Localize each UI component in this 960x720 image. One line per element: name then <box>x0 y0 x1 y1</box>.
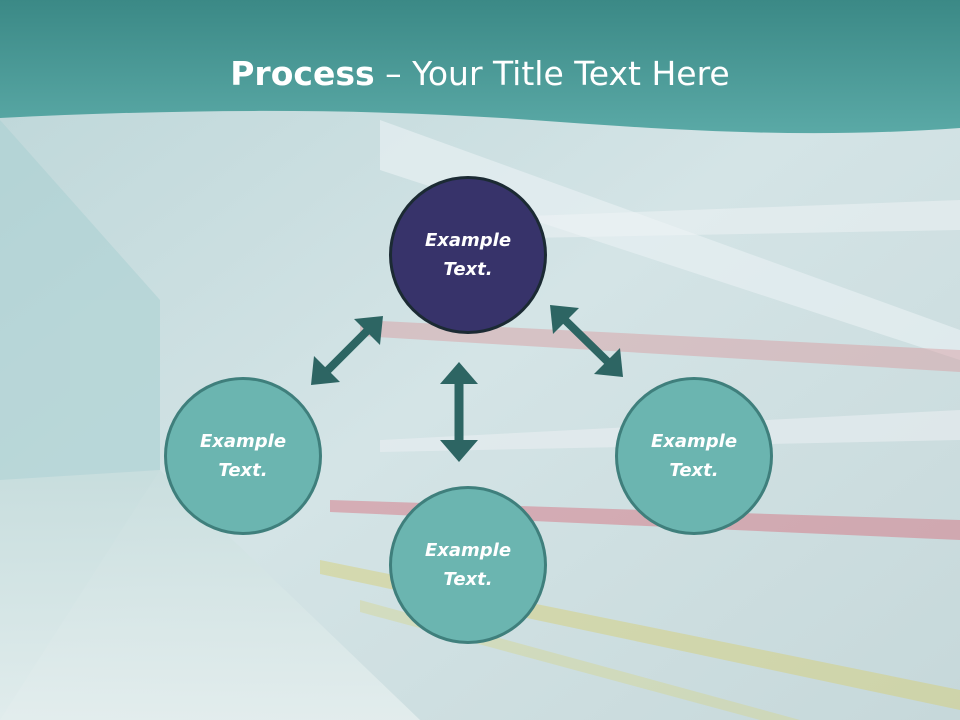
double-arrow-vertical <box>440 362 478 462</box>
double-arrow-left <box>311 316 383 385</box>
node-bottom-label: Example Text. <box>424 540 512 590</box>
title-bold: Process <box>230 54 375 93</box>
slide-title: Process – Your Title Text Here <box>0 52 960 96</box>
double-arrow-right <box>550 305 623 377</box>
node-main: Example Text. <box>389 176 547 334</box>
node-main-label: Example Text. <box>424 230 512 280</box>
node-left: Example Text. <box>164 377 322 535</box>
node-right: Example Text. <box>615 377 773 535</box>
node-right-label: Example Text. <box>650 431 738 481</box>
title-rest: – Your Title Text Here <box>374 54 730 93</box>
node-bottom: Example Text. <box>389 486 547 644</box>
node-left-label: Example Text. <box>199 431 287 481</box>
